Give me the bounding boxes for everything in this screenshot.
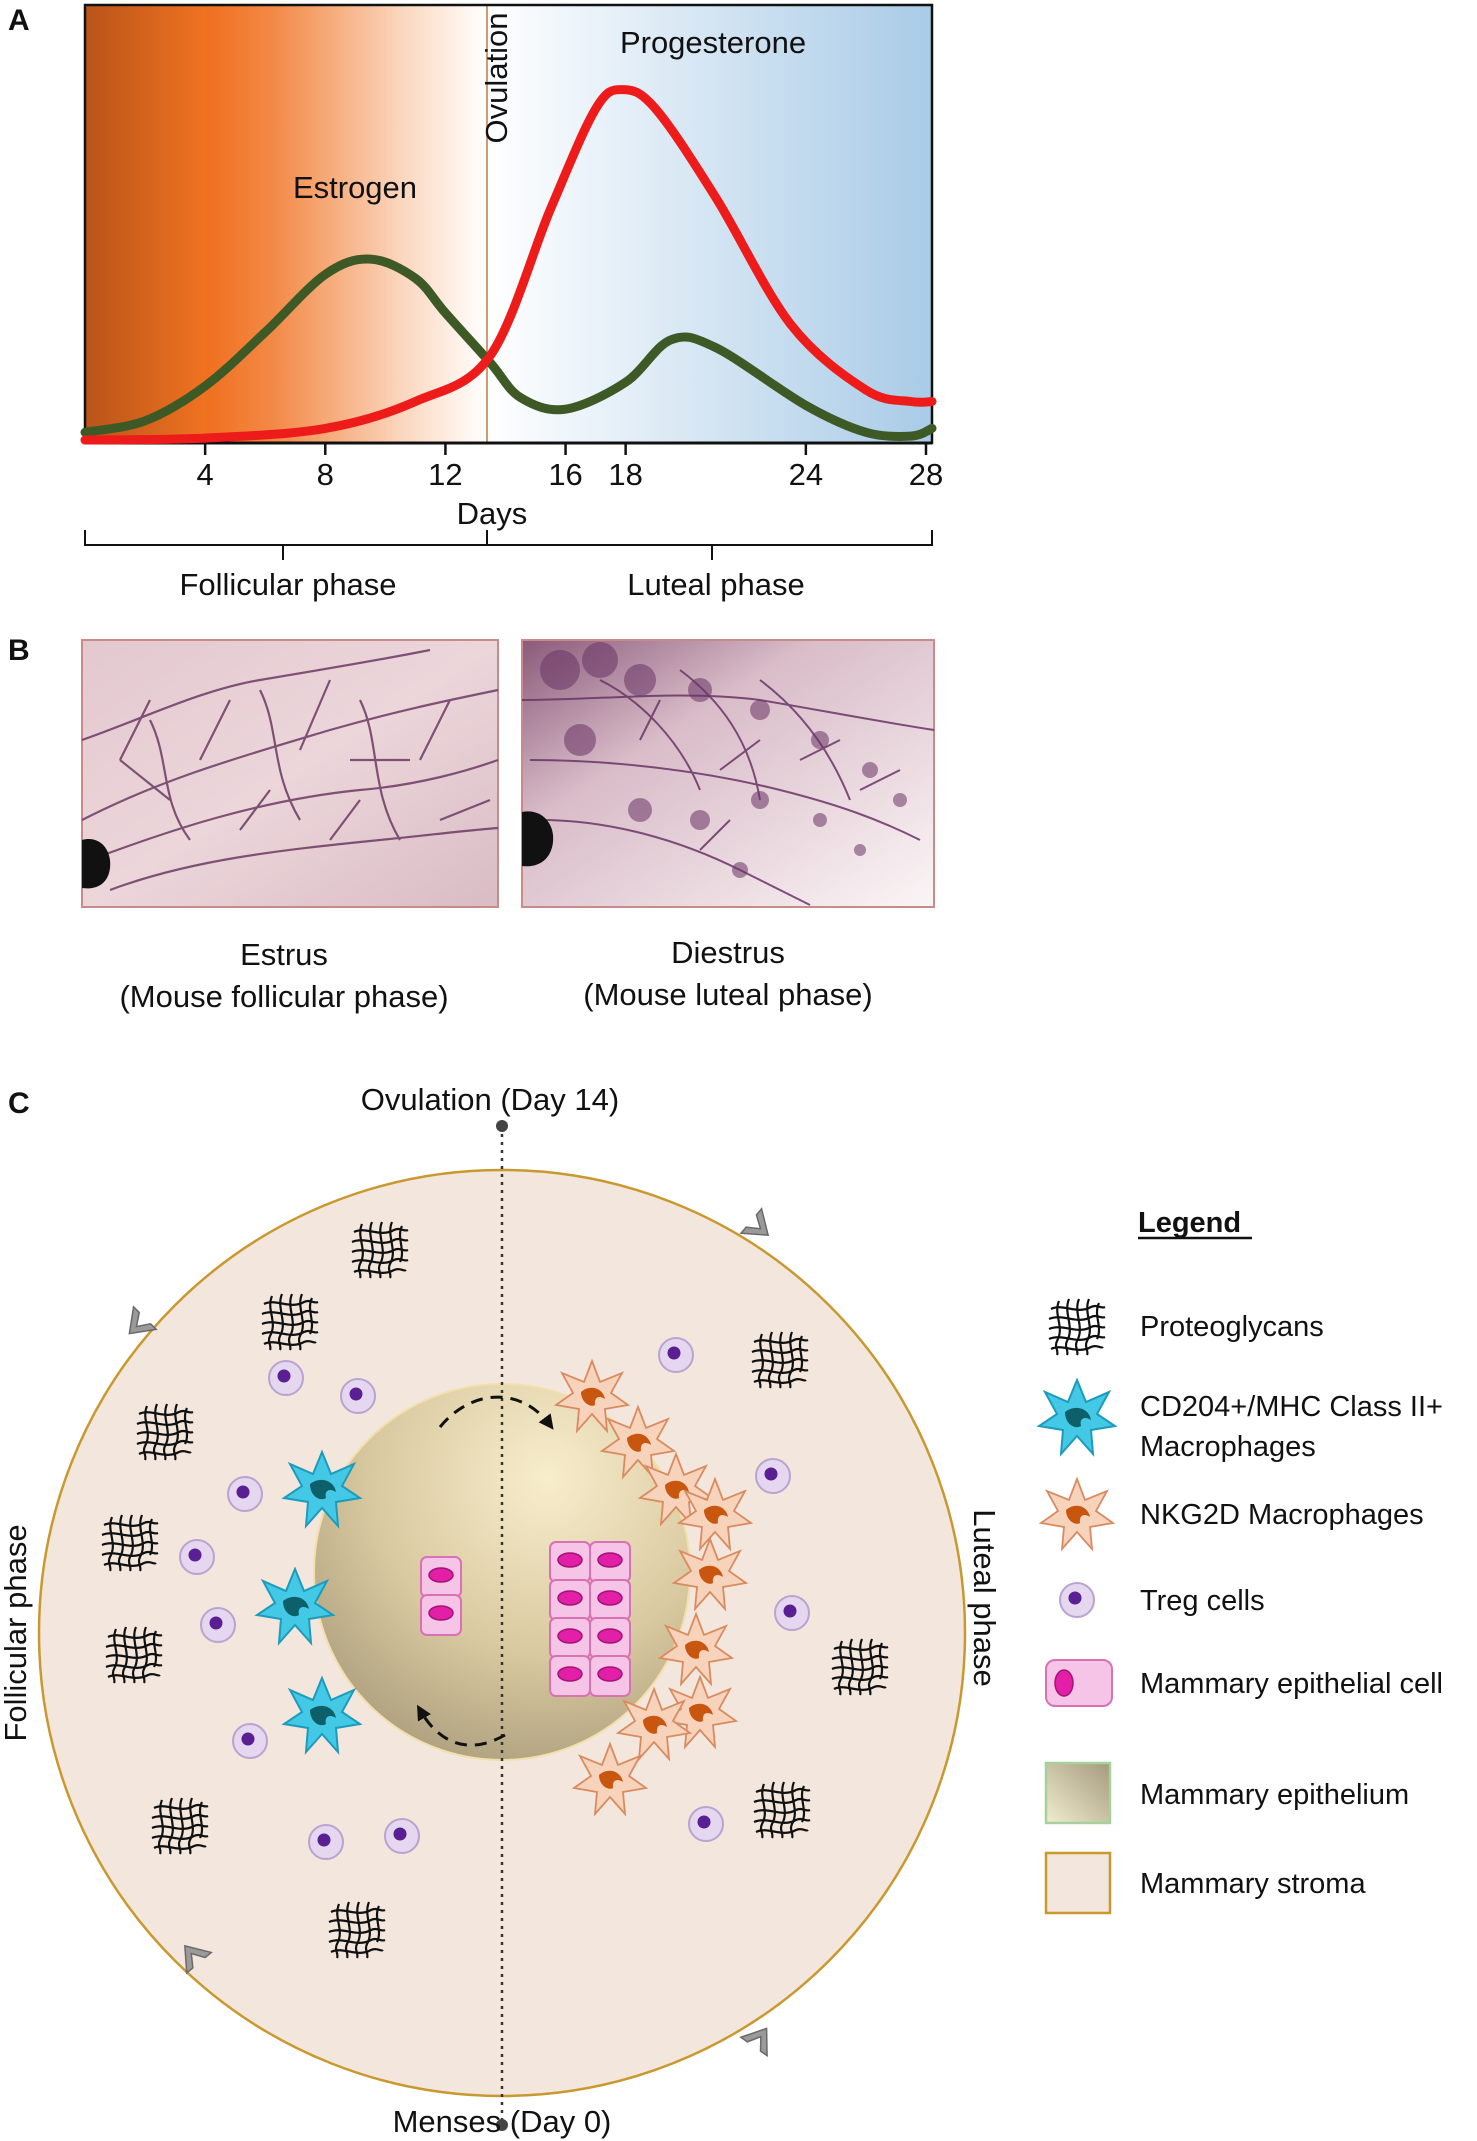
epithelial-cell-icon bbox=[420, 1556, 462, 1598]
epithelial-cell-icon bbox=[1045, 1659, 1113, 1707]
epithelial-cell-icon bbox=[589, 1655, 631, 1697]
epithelial-cell-icon bbox=[589, 1541, 631, 1583]
treg-cell-icon bbox=[774, 1595, 810, 1631]
macrophage-orange-icon bbox=[1040, 1478, 1114, 1550]
luteal-band bbox=[487, 5, 932, 443]
x-tick-label: 4 bbox=[197, 457, 214, 492]
menses-band bbox=[85, 5, 205, 443]
x-axis-label: Days bbox=[457, 496, 528, 531]
legend-cd204-line2: Macrophages bbox=[1140, 1431, 1316, 1463]
epithelial-cell-icon bbox=[549, 1579, 591, 1621]
luteal-phase-label: Luteal phase bbox=[627, 567, 805, 602]
ovulation-dot bbox=[496, 1120, 508, 1132]
estrus-subcaption: (Mouse follicular phase) bbox=[119, 979, 448, 1014]
legend-stroma: Mammary stroma bbox=[1140, 1868, 1366, 1900]
micrograph-estrus bbox=[81, 639, 499, 908]
legend-cd204-line1: CD204+/MHC Class II+ bbox=[1140, 1391, 1443, 1423]
epithelial-cell-icon bbox=[549, 1617, 591, 1659]
cycle-diagram: Ovulation (Day 14) Menses (Day 0) Follic… bbox=[0, 1082, 1002, 2139]
x-tick-label: 18 bbox=[608, 457, 642, 492]
treg-cell-icon bbox=[232, 1723, 268, 1759]
treg-cell-icon bbox=[340, 1378, 376, 1414]
treg-cell-icon bbox=[384, 1818, 420, 1854]
cycle-arrow-top bbox=[438, 1395, 554, 1430]
ovulation-label: Ovulation bbox=[479, 13, 514, 144]
legend-proteoglycans: Proteoglycans bbox=[1140, 1311, 1324, 1343]
panel-letter-b: B bbox=[8, 634, 30, 667]
mesh-icon bbox=[1047, 1297, 1107, 1357]
legend-epithelial-cell: Mammary epithelial cell bbox=[1140, 1668, 1443, 1700]
epithelial-cell-icon bbox=[549, 1541, 591, 1583]
legend: Legend Proteoglycans CD204+/MHC Class II… bbox=[1038, 1207, 1443, 1915]
progesterone-label: Progesterone bbox=[620, 25, 806, 60]
follicular-phase-side-label: Follicular phase bbox=[0, 1524, 33, 1741]
x-tick-label: 16 bbox=[548, 457, 582, 492]
treg-cell-icon bbox=[308, 1824, 344, 1860]
treg-cell-icon bbox=[268, 1360, 304, 1396]
panel-letter-c: C bbox=[8, 1087, 30, 1120]
epithelium-swatch-icon bbox=[1044, 1761, 1112, 1825]
panel-letter-a: A bbox=[8, 4, 30, 37]
macrophage-cyan-icon bbox=[1038, 1379, 1116, 1455]
epithelial-cell-icon bbox=[589, 1579, 631, 1621]
ovulation-day-label: Ovulation (Day 14) bbox=[361, 1082, 619, 1117]
legend-nkg2d: NKG2D Macrophages bbox=[1140, 1499, 1424, 1531]
menses-dot bbox=[496, 2119, 508, 2131]
estrus-caption: Estrus bbox=[240, 937, 328, 972]
x-tick-label: 24 bbox=[789, 457, 823, 492]
follicular-brace bbox=[84, 530, 488, 560]
treg-cell-icon bbox=[688, 1806, 724, 1842]
legend-treg: Treg cells bbox=[1140, 1585, 1265, 1617]
x-tick-label: 28 bbox=[909, 457, 943, 492]
diestrus-subcaption: (Mouse luteal phase) bbox=[583, 977, 873, 1012]
luteal-phase-side-label: Luteal phase bbox=[967, 1509, 1002, 1687]
legend-title: Legend bbox=[1138, 1207, 1241, 1239]
estrogen-label: Estrogen bbox=[293, 170, 417, 205]
epithelial-cell-icon bbox=[549, 1655, 591, 1697]
treg-cell-icon bbox=[755, 1458, 791, 1494]
menses-day-label: Menses (Day 0) bbox=[393, 2104, 612, 2139]
micrograph-diestrus bbox=[521, 639, 935, 908]
follicular-band bbox=[205, 5, 487, 443]
diestrus-caption: Diestrus bbox=[671, 935, 785, 970]
cycle-arrow-bottom bbox=[417, 1704, 506, 1747]
stroma-swatch-icon bbox=[1044, 1851, 1112, 1915]
luteal-brace bbox=[487, 530, 933, 560]
treg-cell-icon bbox=[200, 1607, 236, 1643]
treg-cell-icon bbox=[227, 1476, 263, 1512]
follicular-phase-label: Follicular phase bbox=[179, 567, 396, 602]
x-tick-label: 12 bbox=[428, 457, 462, 492]
treg-cell-icon bbox=[179, 1539, 215, 1575]
estrogen-line bbox=[80, 254, 937, 442]
epithelial-cell-icon bbox=[420, 1594, 462, 1636]
treg-cell-icon bbox=[658, 1337, 694, 1373]
x-tick-label: 8 bbox=[317, 457, 334, 492]
treg-cell-icon bbox=[1059, 1582, 1095, 1618]
legend-epithelium: Mammary epithelium bbox=[1140, 1779, 1409, 1811]
hormone-chart: 4 8 12 16 18 24 28 Ovulation Progesterone Estr… bbox=[80, 3, 943, 602]
progesterone-line bbox=[80, 85, 937, 445]
epithelial-cell-icon bbox=[589, 1617, 631, 1659]
